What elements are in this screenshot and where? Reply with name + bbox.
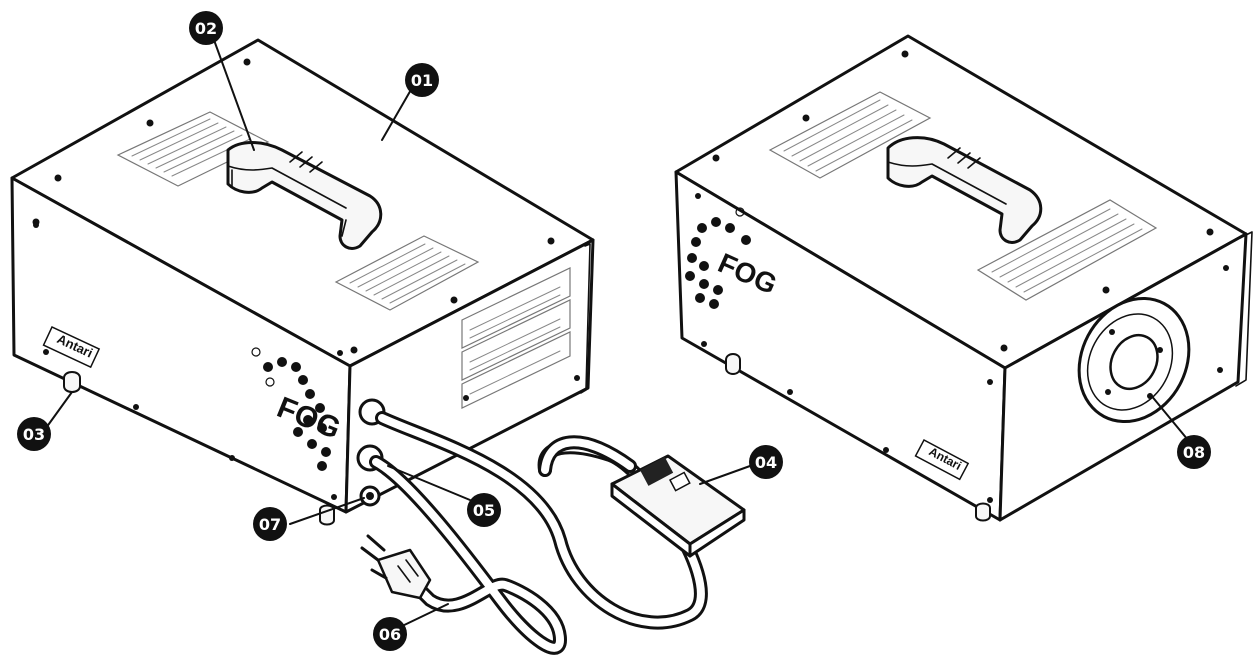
callout-05: 05 (467, 493, 501, 527)
top-warning-sticker-1 (116, 111, 270, 187)
fog-outlet-nozzle (1077, 296, 1191, 424)
callout-04: 04 (749, 445, 783, 479)
callout-08: 08 (1177, 435, 1211, 469)
remote-cable (375, 411, 708, 630)
side-screws (33, 222, 343, 500)
power-plug (360, 534, 432, 600)
right-top-sticker-2 (976, 199, 1158, 301)
svg-text:01: 01 (411, 71, 433, 90)
leader-lines (45, 39, 1189, 629)
right-feet (725, 353, 991, 522)
right-carry-handle (886, 136, 1043, 244)
right-screws (695, 50, 1229, 503)
left-fog-machine: Antari FOG (10, 38, 746, 655)
svg-text:04: 04 (755, 453, 777, 472)
carry-handle (226, 141, 383, 250)
callout-02: 02 (189, 11, 223, 45)
remote-controller (610, 454, 746, 558)
svg-text:07: 07 (259, 515, 281, 534)
svg-text:08: 08 (1183, 443, 1205, 462)
left-feet (63, 371, 335, 526)
callout-01: 01 (405, 63, 439, 97)
callout-03: 03 (17, 417, 51, 451)
power-cable (369, 455, 568, 655)
svg-text:06: 06 (379, 625, 401, 644)
rear-info-labels (461, 267, 580, 409)
callout-07: 07 (253, 507, 287, 541)
right-fog-machine: FOG Antari (674, 34, 1253, 522)
svg-text:03: 03 (23, 425, 45, 444)
svg-text:05: 05 (473, 501, 495, 520)
rear-connectors (356, 398, 386, 507)
top-warning-sticker-2 (334, 235, 480, 311)
svg-text:02: 02 (195, 19, 217, 38)
callout-badges: 01 02 03 04 05 06 07 08 (17, 11, 1211, 651)
right-top-sticker-1 (768, 91, 932, 179)
callout-06: 06 (373, 617, 407, 651)
